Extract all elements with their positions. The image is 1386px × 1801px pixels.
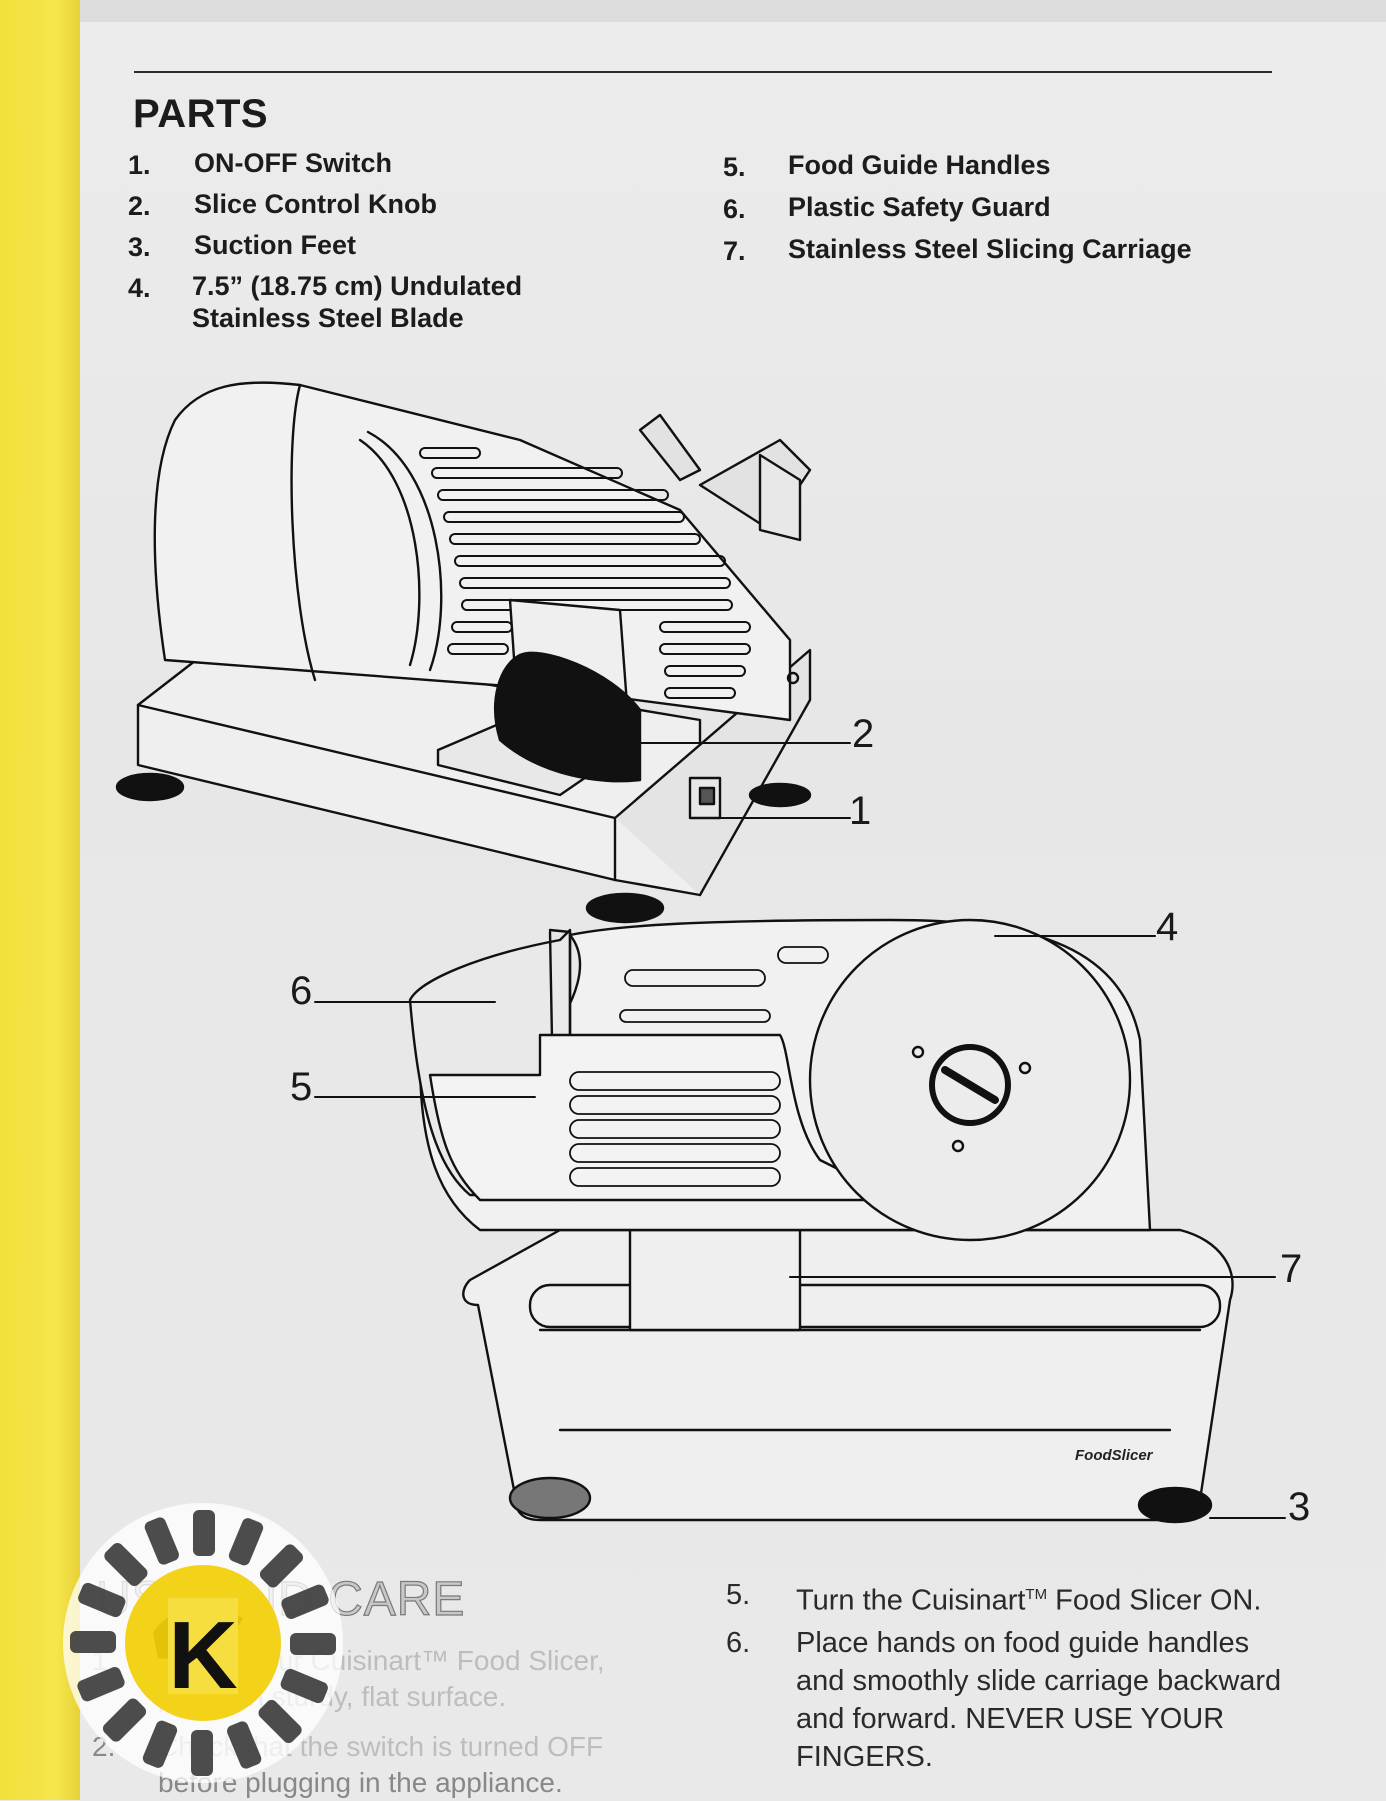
item-text-part: Food Slicer ON. xyxy=(1047,1584,1262,1617)
item-text: Slice Control Knob xyxy=(194,189,437,219)
item-text-line3: and forward. NEVER USE YOUR xyxy=(796,1703,1225,1735)
item-number: 6. xyxy=(726,1627,751,1659)
callout-label: 6 xyxy=(290,969,312,1013)
callout-label: 1 xyxy=(849,789,871,833)
item-text: Turn the CuisinartTM Food Slicer ON. xyxy=(796,1576,1366,1620)
top-band xyxy=(80,0,1386,22)
item-text: Plastic Safety Guard xyxy=(788,192,1051,222)
item-text: Food Guide Handles xyxy=(788,150,1051,180)
item-number: 2. xyxy=(128,191,151,221)
item-text: ON-OFF Switch xyxy=(194,148,392,178)
item-text: Suction Feet xyxy=(194,230,357,260)
slicer-top-view xyxy=(115,381,851,924)
item-text-line2: Stainless Steel Blade xyxy=(192,303,464,333)
callout-label: 3 xyxy=(1288,1485,1310,1529)
item-number: 3. xyxy=(128,232,151,262)
yellow-edge-strip xyxy=(0,0,80,1800)
slicer-bottom-view xyxy=(314,918,1286,1524)
item-text: Place hands on food guide handles xyxy=(796,1627,1250,1659)
item-text-part: Turn the Cuisinart xyxy=(796,1584,1026,1617)
callout-label: 7 xyxy=(1280,1247,1302,1291)
callout-label: 4 xyxy=(1156,905,1178,949)
item-text-line4: FINGERS. xyxy=(796,1741,933,1773)
item-text: 7.5” (18.75 cm) Undulated xyxy=(192,271,523,301)
item-number: 1. xyxy=(128,150,151,180)
callout-label: 5 xyxy=(290,1065,312,1109)
watermark-logo: K xyxy=(63,1503,343,1783)
item-text: Stainless Steel Slicing Carriage xyxy=(788,234,1192,264)
item-number: 7. xyxy=(723,236,746,266)
header-rule xyxy=(134,71,1272,73)
callout-labels: 2 1 4 6 5 7 3 xyxy=(290,712,1310,1529)
callout-label: 2 xyxy=(852,712,874,756)
item-number: 5. xyxy=(723,152,746,182)
item-number: 4. xyxy=(128,273,151,303)
logo-letter: K xyxy=(168,1602,237,1709)
item-number: 6. xyxy=(723,194,746,224)
trademark-sup: TM xyxy=(1025,1586,1048,1603)
brand-mark: FoodSlicer xyxy=(1075,1447,1154,1464)
parts-heading: PARTS xyxy=(133,92,269,136)
item-number: 5. xyxy=(726,1579,751,1611)
item-text-line2: and smoothly slide carriage backward xyxy=(796,1665,1282,1697)
food-slicer-diagram: 2 1 4 6 5 7 3 FoodSlicer xyxy=(115,381,1310,1529)
